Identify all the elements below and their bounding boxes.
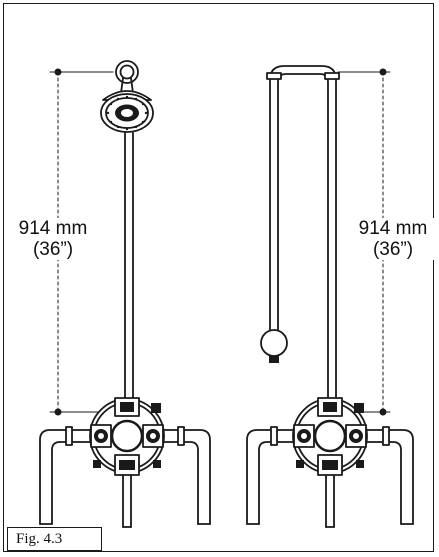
left-riser-pipe: [124, 132, 134, 401]
right-assembly: [246, 65, 414, 528]
right-dimension-label: 914 mm (36”): [350, 218, 436, 260]
right-dimension-imperial: (36”): [372, 239, 414, 260]
left-supply-pipes: [39, 426, 211, 528]
left-assembly: [39, 60, 211, 528]
left-valve-body: [89, 397, 165, 476]
figure-frame: [3, 3, 434, 552]
left-dimension-metric: 914 mm: [18, 218, 88, 239]
left-dimension-imperial: (36”): [32, 239, 74, 260]
right-supply-pipes: [246, 426, 414, 528]
top-loop-pipe: [266, 65, 340, 401]
spout-fitting: [260, 329, 288, 363]
right-dimension-metric: 914 mm: [358, 218, 428, 239]
shower-arm: [115, 60, 139, 94]
shower-head: [100, 90, 154, 133]
figure-caption: Fig. 4.3: [7, 527, 102, 551]
left-dimension-label: 914 mm (36”): [10, 218, 96, 260]
right-valve-body: [292, 397, 368, 476]
